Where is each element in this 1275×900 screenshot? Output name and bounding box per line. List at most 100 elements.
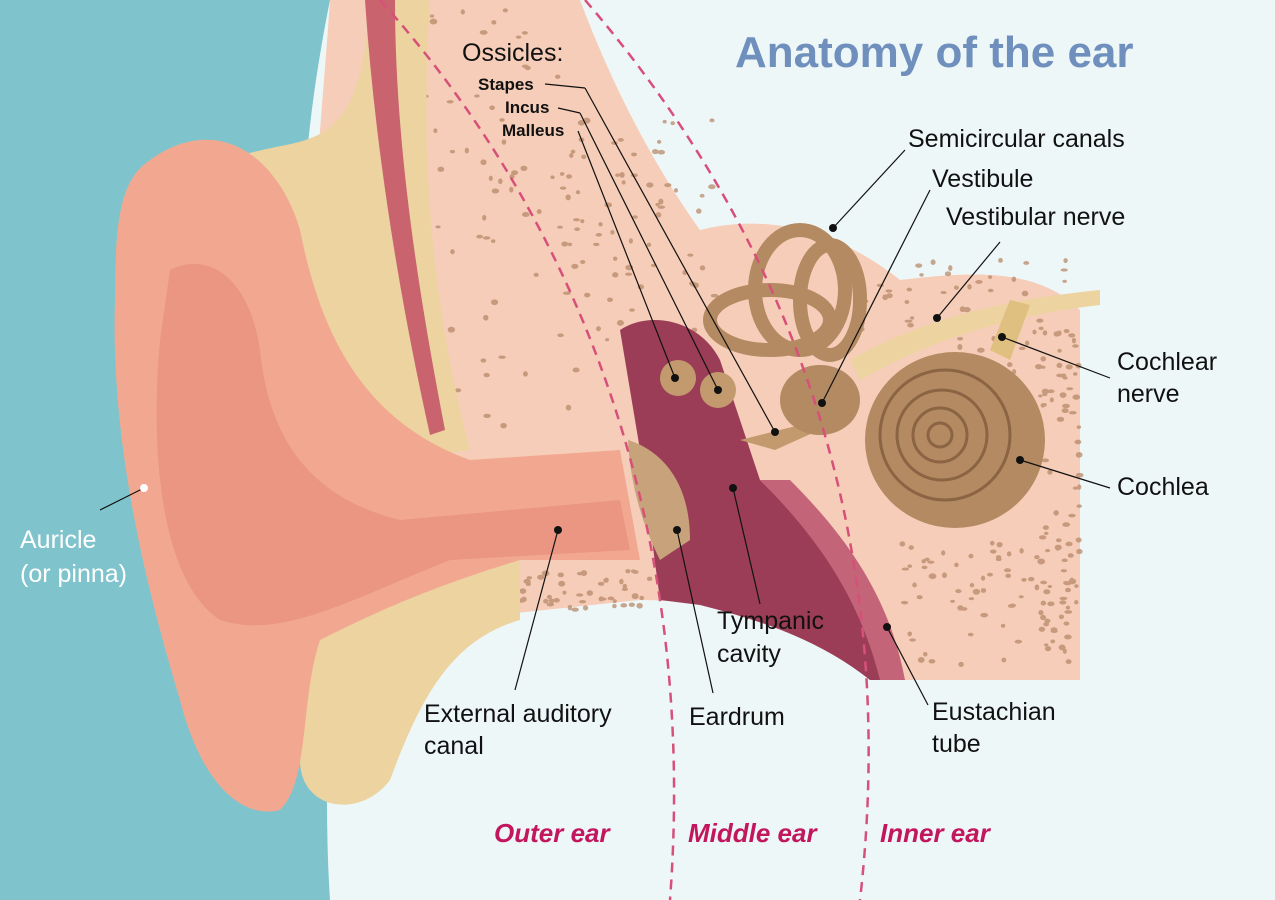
bone-pore — [501, 139, 507, 145]
bone-pore — [429, 14, 435, 18]
bone-pore — [1044, 618, 1051, 624]
bone-pore — [1037, 558, 1046, 565]
bone-pore — [586, 590, 594, 596]
bone-pore — [615, 173, 621, 177]
bone-pore — [923, 651, 928, 657]
bone-pore — [651, 148, 659, 155]
page-title: Anatomy of the ear — [735, 28, 1134, 77]
bone-pore — [1063, 328, 1070, 334]
cochlea-spiral — [878, 368, 1012, 502]
bone-pore — [491, 188, 500, 194]
bone-pore — [1076, 425, 1082, 429]
bone-pore — [1062, 648, 1067, 654]
bone-pore — [483, 372, 490, 378]
bone-pore — [1072, 394, 1081, 400]
bone-pore — [479, 30, 488, 35]
bone-pore — [980, 612, 989, 618]
bone-pore — [950, 599, 956, 603]
bone-pore — [1065, 541, 1073, 547]
bone-pore — [631, 152, 638, 157]
bone-pore — [629, 308, 635, 312]
label-malleus: Malleus — [502, 121, 565, 140]
bone-pore — [1014, 639, 1023, 644]
bone-pore — [957, 336, 964, 341]
bone-pore — [921, 565, 928, 570]
bone-pore — [1041, 388, 1049, 395]
bone-pore — [927, 560, 935, 564]
nerve-shape — [850, 290, 1100, 380]
label-eustachian-line1: Eustachian — [932, 698, 1056, 726]
bone-pore — [1056, 416, 1065, 422]
bone-pore — [612, 603, 617, 609]
bone-pore — [625, 272, 633, 276]
label-vestibule: Vestibule — [932, 165, 1034, 193]
bone-pore — [1006, 551, 1012, 557]
bone-pore — [995, 555, 1002, 559]
bone-pore — [699, 193, 705, 198]
bone-pore — [488, 175, 493, 181]
bone-pore — [621, 180, 626, 185]
bone-pore — [1072, 344, 1079, 348]
bone-pore — [907, 564, 913, 568]
bone-pore — [511, 170, 519, 176]
bone-pore — [593, 242, 600, 247]
bone-pore — [1074, 600, 1079, 605]
bone-pore — [612, 599, 617, 604]
bone-pore — [980, 588, 987, 593]
bone-pore — [885, 289, 893, 293]
bone-pore — [489, 105, 495, 111]
bone-pore — [598, 222, 603, 227]
region-middle-ear: Middle ear — [688, 818, 817, 848]
bone-pore — [1040, 356, 1046, 362]
bone-pore — [483, 413, 491, 418]
bone-pore — [460, 9, 465, 15]
bone-pore — [483, 314, 489, 321]
bone-pore — [710, 293, 719, 298]
region-outer-ear: Outer ear — [494, 818, 610, 848]
bone-pore — [1011, 276, 1017, 282]
bone-pore — [437, 166, 445, 172]
bone-pore — [907, 631, 912, 637]
bone-pore — [566, 174, 573, 179]
bone-pore — [435, 225, 441, 229]
label-auricle-line2: (or pinna) — [20, 560, 127, 588]
bone-pore — [1038, 609, 1044, 616]
bone-pore — [498, 178, 503, 185]
bone-pore — [450, 249, 455, 255]
bone-pore — [553, 598, 560, 603]
bone-pore — [900, 600, 909, 605]
bone-pore — [670, 121, 675, 126]
bone-pore — [906, 287, 913, 292]
bone-pore — [1043, 643, 1049, 647]
bone-pore — [562, 590, 567, 595]
bone-pore — [953, 285, 959, 290]
bone-pore — [1065, 587, 1071, 593]
bone-pore — [1062, 279, 1067, 283]
bone-pore — [987, 572, 993, 577]
label-incus: Incus — [505, 98, 550, 117]
bone-pore — [1018, 346, 1026, 351]
bone-pore — [1021, 290, 1029, 297]
bone-pore — [1065, 659, 1072, 665]
bone-pore — [464, 147, 469, 154]
bone-pore — [1044, 531, 1049, 535]
bone-pore — [1032, 329, 1037, 335]
bone-pore — [904, 300, 910, 305]
label-cochlea: Cochlea — [1117, 473, 1209, 501]
bone-pore — [1047, 389, 1055, 394]
bone-pore — [1021, 577, 1027, 582]
bone-pore — [656, 139, 662, 144]
bone-pore — [519, 588, 527, 594]
bone-pore — [1042, 402, 1047, 407]
label-tympanic-line2: cavity — [717, 640, 781, 668]
bone-pore — [537, 574, 545, 580]
bone-pore — [904, 319, 913, 323]
bone-pore — [1061, 558, 1068, 563]
bone-pore — [433, 128, 438, 134]
bone-pore — [520, 165, 528, 171]
bone-pore — [912, 582, 917, 588]
bone-pore — [1063, 621, 1070, 626]
bone-pore — [915, 263, 923, 268]
bone-pore — [632, 570, 639, 574]
bone-pore — [968, 553, 974, 559]
